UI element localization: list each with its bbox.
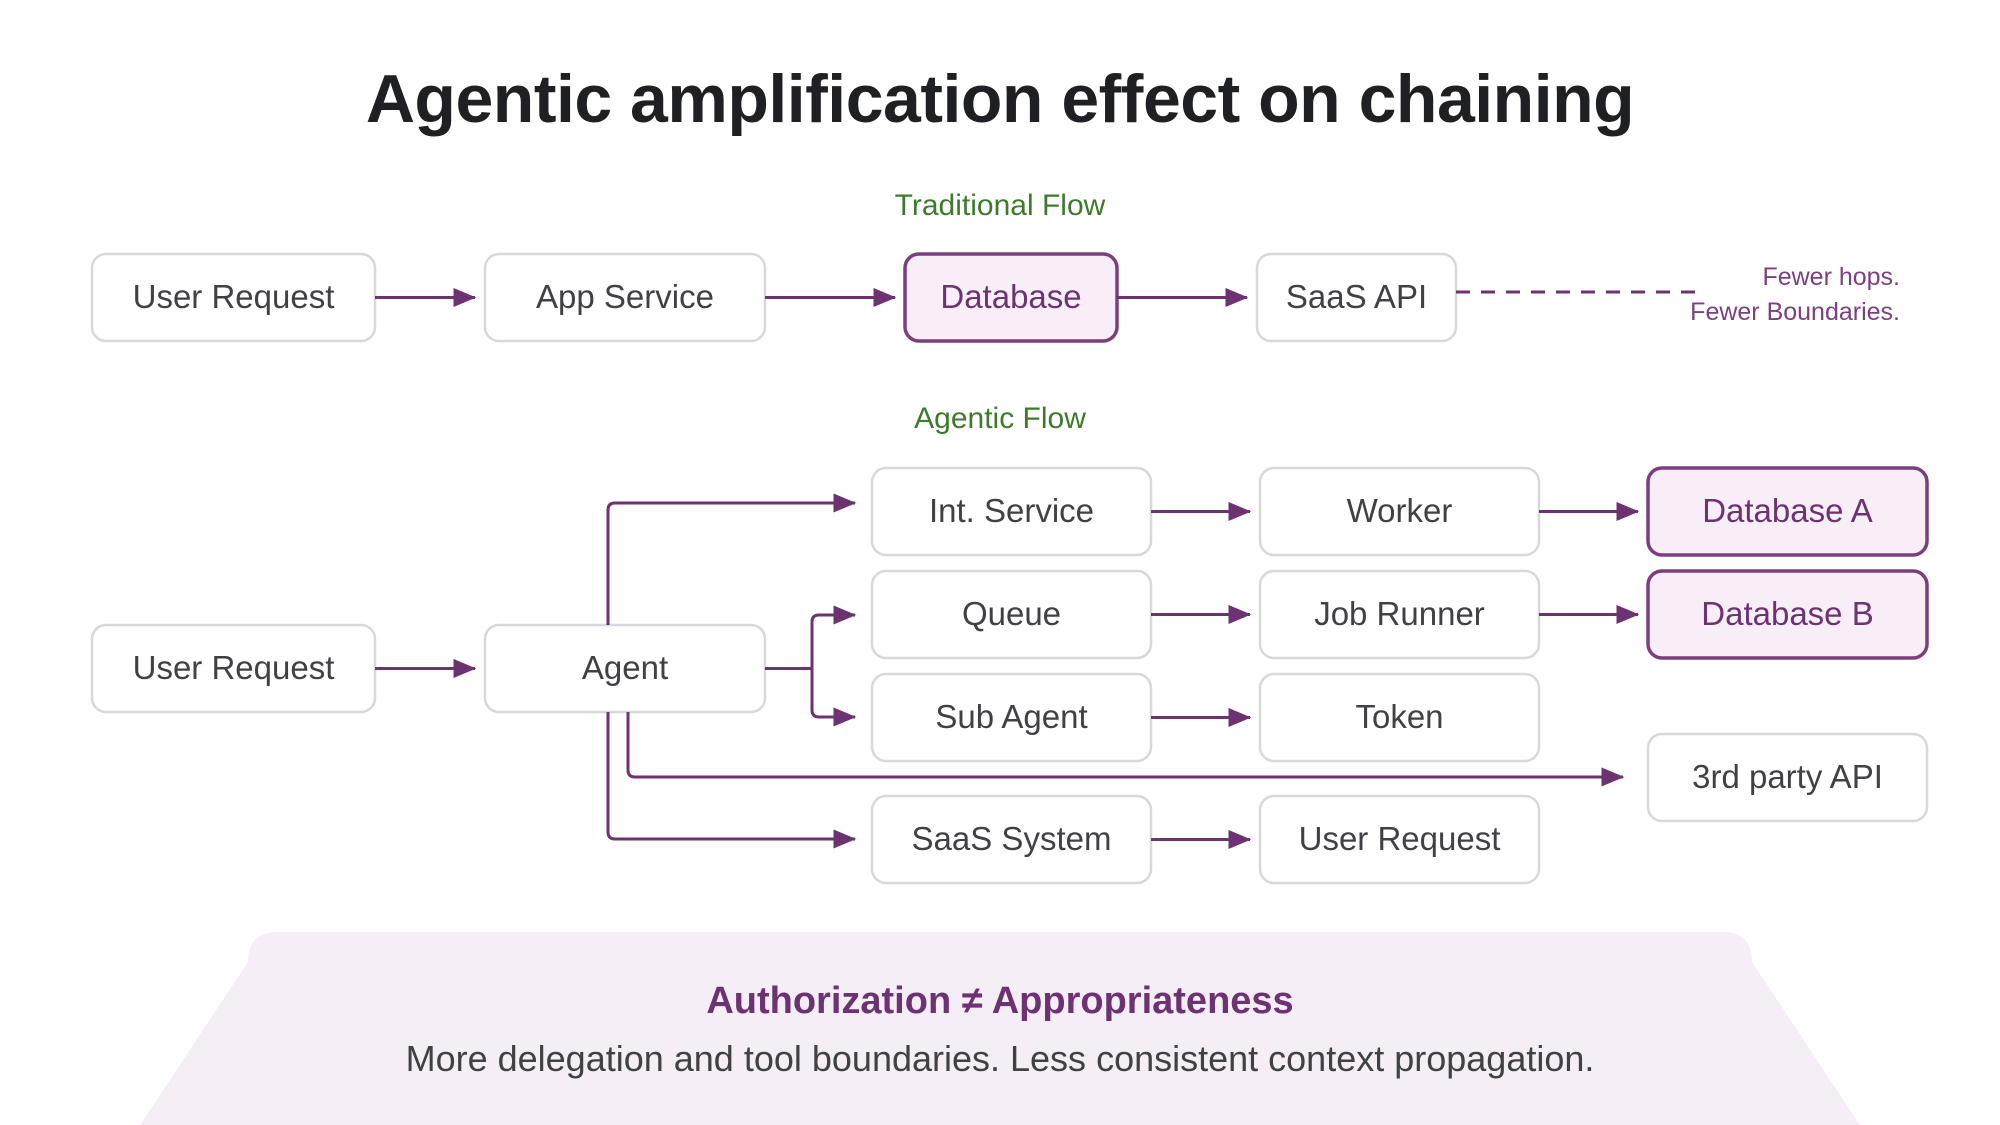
node-agentic-user-request[interactable]: User Request: [90, 623, 377, 714]
page-title: Agentic amplification effect on chaining: [366, 61, 1634, 137]
summary-banner-shape: [140, 932, 1860, 1125]
node-worker[interactable]: Worker: [1258, 466, 1541, 557]
banner-headline: Authorization ≠ Appropriateness: [706, 980, 1293, 1022]
node-third-party-api[interactable]: 3rd party API: [1646, 732, 1929, 823]
agentic-flow-label: Agentic Flow: [914, 402, 1086, 435]
node-label: Queue: [962, 595, 1061, 632]
node-label: Int. Service: [929, 492, 1094, 529]
banner-subline: More delegation and tool boundaries. Les…: [406, 1038, 1595, 1079]
node-label: 3rd party API: [1692, 758, 1883, 795]
edge-agent-to-sub-agent: [810, 668, 857, 727]
traditional-note-line-2: Fewer Boundaries.: [1690, 298, 1900, 326]
node-label: Database: [940, 278, 1081, 315]
node-label: User Request: [133, 649, 335, 686]
node-label: Worker: [1347, 492, 1453, 529]
node-label: Database A: [1702, 492, 1873, 529]
node-label: Token: [1355, 698, 1443, 735]
node-label: Database B: [1701, 595, 1873, 632]
node-label: User Request: [1299, 820, 1501, 857]
node-sub-agent[interactable]: Sub Agent: [870, 672, 1153, 763]
node-trad-user-request[interactable]: User Request: [90, 252, 377, 343]
node-database-b[interactable]: Database B: [1646, 569, 1929, 660]
node-box-shape: [1646, 466, 1929, 557]
traditional-flow-label: Traditional Flow: [895, 189, 1106, 222]
node-box-shape: [1258, 672, 1541, 763]
node-box-shape: [1255, 252, 1458, 343]
node-label: Sub Agent: [935, 698, 1087, 735]
node-box-shape: [1258, 794, 1541, 885]
node-label: Agent: [582, 649, 668, 686]
node-label: SaaS System: [912, 820, 1112, 857]
node-agentic-agent[interactable]: Agent: [483, 623, 767, 714]
node-token[interactable]: Token: [1258, 672, 1541, 763]
node-trad-app-service[interactable]: App Service: [483, 252, 767, 343]
node-box-shape: [1646, 732, 1929, 823]
node-queue[interactable]: Queue: [870, 569, 1153, 660]
node-label: SaaS API: [1286, 278, 1427, 315]
node-database-a[interactable]: Database A: [1646, 466, 1929, 557]
node-saas-system[interactable]: SaaS System: [870, 794, 1153, 885]
edge-agent-to-saas-system: [606, 712, 857, 849]
node-label: Job Runner: [1314, 595, 1485, 632]
node-label: User Request: [133, 278, 335, 315]
edge-agent-to-queue: [810, 605, 857, 669]
node-box-shape: [1646, 569, 1929, 660]
node-trad-database[interactable]: Database: [903, 252, 1119, 343]
node-label: App Service: [536, 278, 714, 315]
node-trad-saas-api[interactable]: SaaS API: [1255, 252, 1458, 343]
edge-agent-to-int-service: [606, 493, 857, 625]
edge-agent-to-third-party-api: [626, 712, 1625, 787]
traditional-note-line-1: Fewer hops.: [1762, 263, 1900, 291]
node-int-service[interactable]: Int. Service: [870, 466, 1153, 557]
node-job-runner[interactable]: Job Runner: [1258, 569, 1541, 660]
node-agentic-user-request-2[interactable]: User Request: [1258, 794, 1541, 885]
